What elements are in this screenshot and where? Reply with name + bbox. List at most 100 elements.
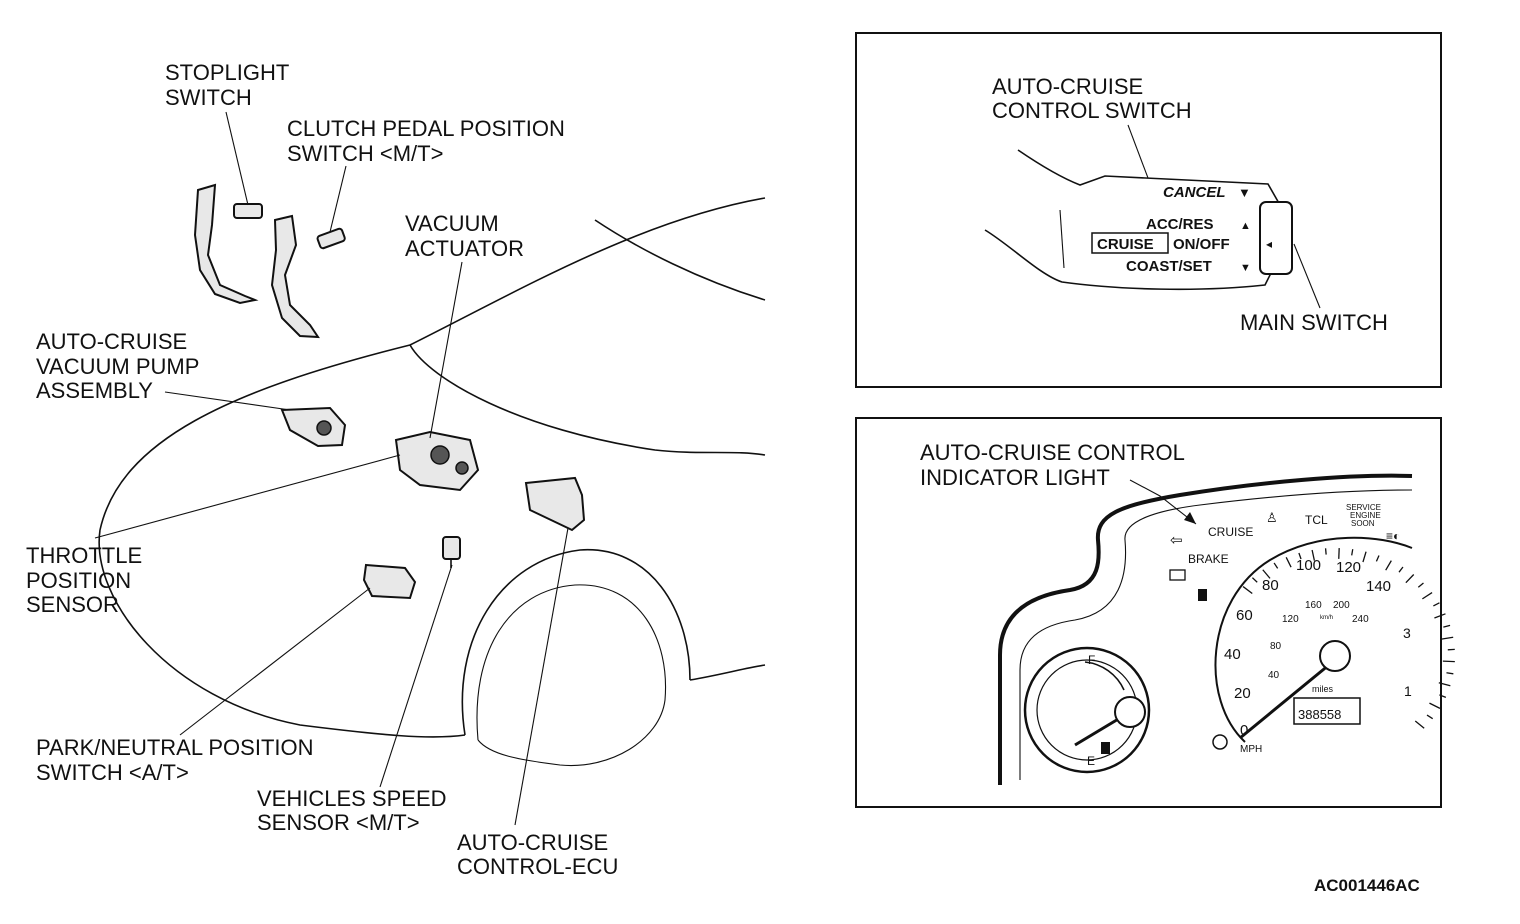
leader-lines-left [94,111,569,826]
svg-text:THROTTLE: THROTTLE [26,543,142,568]
main-switch-leader [1293,243,1321,309]
vacuum-pump [280,406,347,448]
vacuum-actuator [394,430,480,492]
indicator-panel: AUTO-CRUISE CONTROL INDICATOR LIGHT F E … [855,417,1455,808]
svg-text:SWITCH <A/T>: SWITCH <A/T> [36,760,189,785]
speedometer-tick [1439,694,1447,698]
speedometer-tick [1262,569,1271,579]
speedometer-tick [1446,672,1454,675]
seatbelt-icon: ♙ [1266,510,1278,525]
switch-panel-frame [855,32,1442,388]
coast-set-label: COAST/SET [1126,258,1212,275]
svg-text:1: 1 [1404,683,1412,699]
trip-reset-knob [1212,734,1228,750]
turn-signal-icon: ⇦ [1170,532,1183,549]
speedometer-tick [1398,566,1404,573]
switch-stalk [984,149,1281,291]
speedometer-needle [1239,658,1336,740]
kmh-tick-120: 120 [1282,614,1299,625]
figure-code: AC001446AC [1314,876,1420,895]
speedometer-tick [1441,636,1454,640]
indicator-title-line1: AUTO-CRUISE CONTROL [920,440,1185,465]
main-switch-label: MAIN SWITCH [1240,310,1388,335]
mph-tick-80: 80 [1262,577,1279,594]
mph-label: MPH [1240,744,1262,755]
kmh-unit-label: km/h [1320,615,1333,621]
svg-text:VEHICLES SPEED: VEHICLES SPEED [257,786,447,811]
speedometer-tick [1385,560,1392,571]
cruise-indicator-label: CRUISE [1208,525,1253,539]
indicator-title-line2: INDICATOR LIGHT [920,465,1110,490]
headlight-icon: ≡◐ [1386,529,1400,543]
switch-panel-title-line1: AUTO-CRUISE [992,74,1143,99]
speedometer-tick [1429,702,1441,709]
switch-panel: AUTO-CRUISE CONTROL SWITCH ◂ CANCEL ▼ AC… [855,32,1442,388]
svg-text:CLUTCH PEDAL POSITION: CLUTCH PEDAL POSITION [287,116,565,141]
switch-leader [1127,124,1149,179]
svg-text:SWITCH: SWITCH [165,85,252,110]
tcl-indicator-label: TCL [1305,513,1328,527]
speedometer-tick [1351,549,1354,556]
speedometer-tick [1443,624,1451,628]
svg-text:◂: ◂ [1266,237,1272,251]
oil-icon [1198,589,1207,601]
cruise-switch-label: CRUISE [1097,236,1154,253]
svg-text:3: 3 [1403,625,1411,641]
switch-panel-title-line2: CONTROL SWITCH [992,98,1192,123]
needle-hub [1319,640,1351,672]
service-label: SERVICE [1346,503,1381,512]
speedometer-tick [1375,555,1380,562]
speedometer-tick [1405,574,1415,584]
speedometer-tick [1362,551,1367,563]
stoplight-pedal [193,183,263,305]
indicator-panel-frame [855,417,1442,808]
label-throttle-sensor: THROTTLE POSITION SENSOR [26,543,142,617]
kmh-tick-200: 200 [1333,600,1350,611]
svg-text:SENSOR: SENSOR [26,592,119,617]
speedometer-tick [1324,548,1327,555]
park-neutral-switch-part [362,563,417,600]
clutch-pedal [270,214,346,339]
label-vacuum-actuator: VACUUM ACTUATOR [405,211,524,261]
mph-tick-60: 60 [1236,607,1253,624]
speedometer-tick [1417,582,1424,588]
engine-label: ENGINE [1350,511,1381,520]
speedometer-ticks [1242,548,1455,729]
speedometer-tick [1433,602,1440,607]
speedometer-tick [1438,682,1451,687]
brake-indicator-label: BRAKE [1188,552,1229,566]
label-stoplight-switch: STOPLIGHT SWITCH [165,60,289,110]
kmh-tick-160: 160 [1305,600,1322,611]
label-clutch-pedal-switch: CLUTCH PEDAL POSITION SWITCH <M/T> [287,116,565,166]
fuel-pump-icon [1101,742,1110,754]
cruise-box [1091,232,1169,254]
speedometer-tick [1251,577,1258,583]
svg-text:▲: ▲ [1240,220,1251,232]
fuel-gauge: F E [1023,646,1151,774]
speedometer-tick [1273,562,1279,569]
main-switch-button [1259,201,1293,275]
cruise-ecu-part [524,476,586,532]
mph-tick-40: 40 [1224,646,1241,663]
mph-tick-140: 140 [1366,578,1391,595]
label-cruise-ecu: AUTO-CRUISE CONTROL-ECU [457,830,618,879]
speedometer-tick [1434,613,1446,619]
label-park-neutral-switch: PARK/NEUTRAL POSITION SWITCH <A/T> [36,735,314,785]
mph-tick-100: 100 [1296,557,1321,574]
speedometer-tick [1242,586,1253,595]
indicator-leader [1129,479,1197,525]
soon-label: SOON [1351,519,1375,528]
odometer-display [1293,697,1361,725]
kmh-tick-240: 240 [1352,614,1369,625]
battery-icon [1169,569,1186,581]
kmh-tick-80: 80 [1270,641,1282,652]
kmh-tick-40: 40 [1268,670,1280,681]
speedometer-tick [1414,720,1425,729]
miles-label: miles [1312,684,1334,694]
label-vacuum-pump: AUTO-CRUISE VACUUM PUMP ASSEMBLY [36,329,199,403]
fuel-f-label: F [1088,653,1095,667]
svg-text:PARK/NEUTRAL POSITION: PARK/NEUTRAL POSITION [36,735,314,760]
svg-text:▼: ▼ [1238,185,1251,200]
vehicle-outline [98,197,766,767]
